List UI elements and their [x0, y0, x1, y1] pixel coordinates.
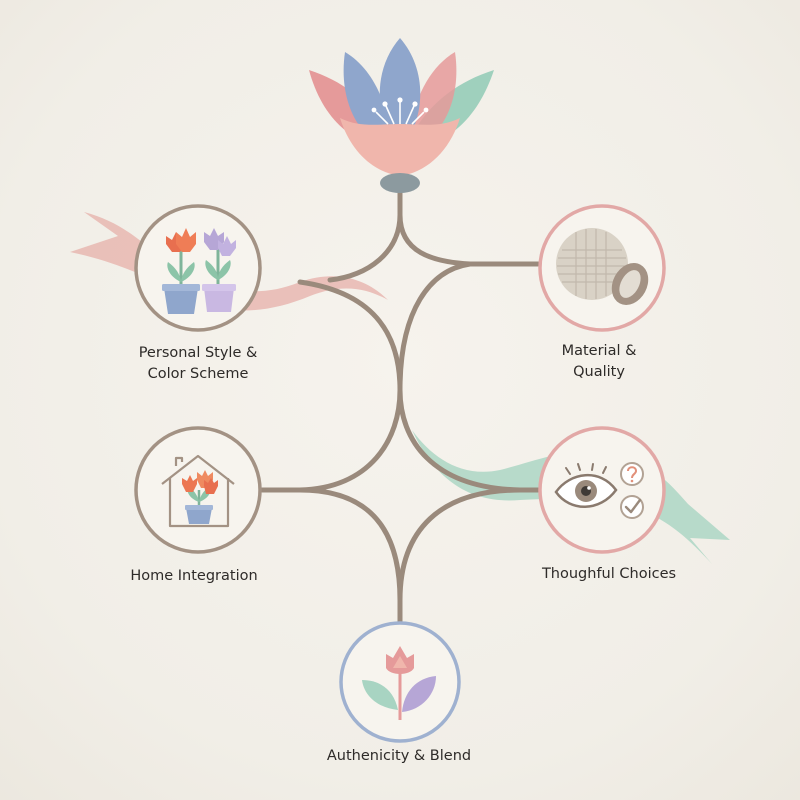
potted-tulips-icon — [162, 228, 236, 314]
node-personal-style[interactable] — [134, 204, 262, 332]
connector-bottom-left — [297, 487, 403, 603]
lotus-flower-icon — [309, 38, 494, 193]
connector-top-right — [397, 212, 541, 267]
fabric-swatch-icon — [556, 228, 649, 306]
connector-spine-left — [297, 279, 403, 493]
node-label-personal-style: Personal Style & Color Scheme — [138, 345, 258, 382]
tulip-leaves-icon — [362, 646, 436, 720]
node-material-quality[interactable] — [538, 204, 666, 332]
node-label-authenticity-blend: Authenicity & Blend — [326, 748, 472, 764]
node-label-thoughtful-choices: Thoughful Choices — [541, 566, 677, 582]
eye-question-check-icon — [554, 462, 644, 519]
node-thoughtful-choices[interactable] — [538, 426, 666, 554]
node-label-material-quality: Material & Quality — [561, 343, 637, 380]
node-label-home-integration: Home Integration — [130, 568, 258, 584]
connector-spine-right — [397, 261, 523, 493]
connector-top-left — [327, 212, 403, 283]
node-authenticity-blend[interactable] — [339, 621, 461, 743]
node-home-integration[interactable] — [134, 426, 262, 554]
house-plant-icon — [161, 454, 235, 528]
connector-bottom-right — [397, 487, 523, 603]
connector-lines — [259, 179, 541, 625]
